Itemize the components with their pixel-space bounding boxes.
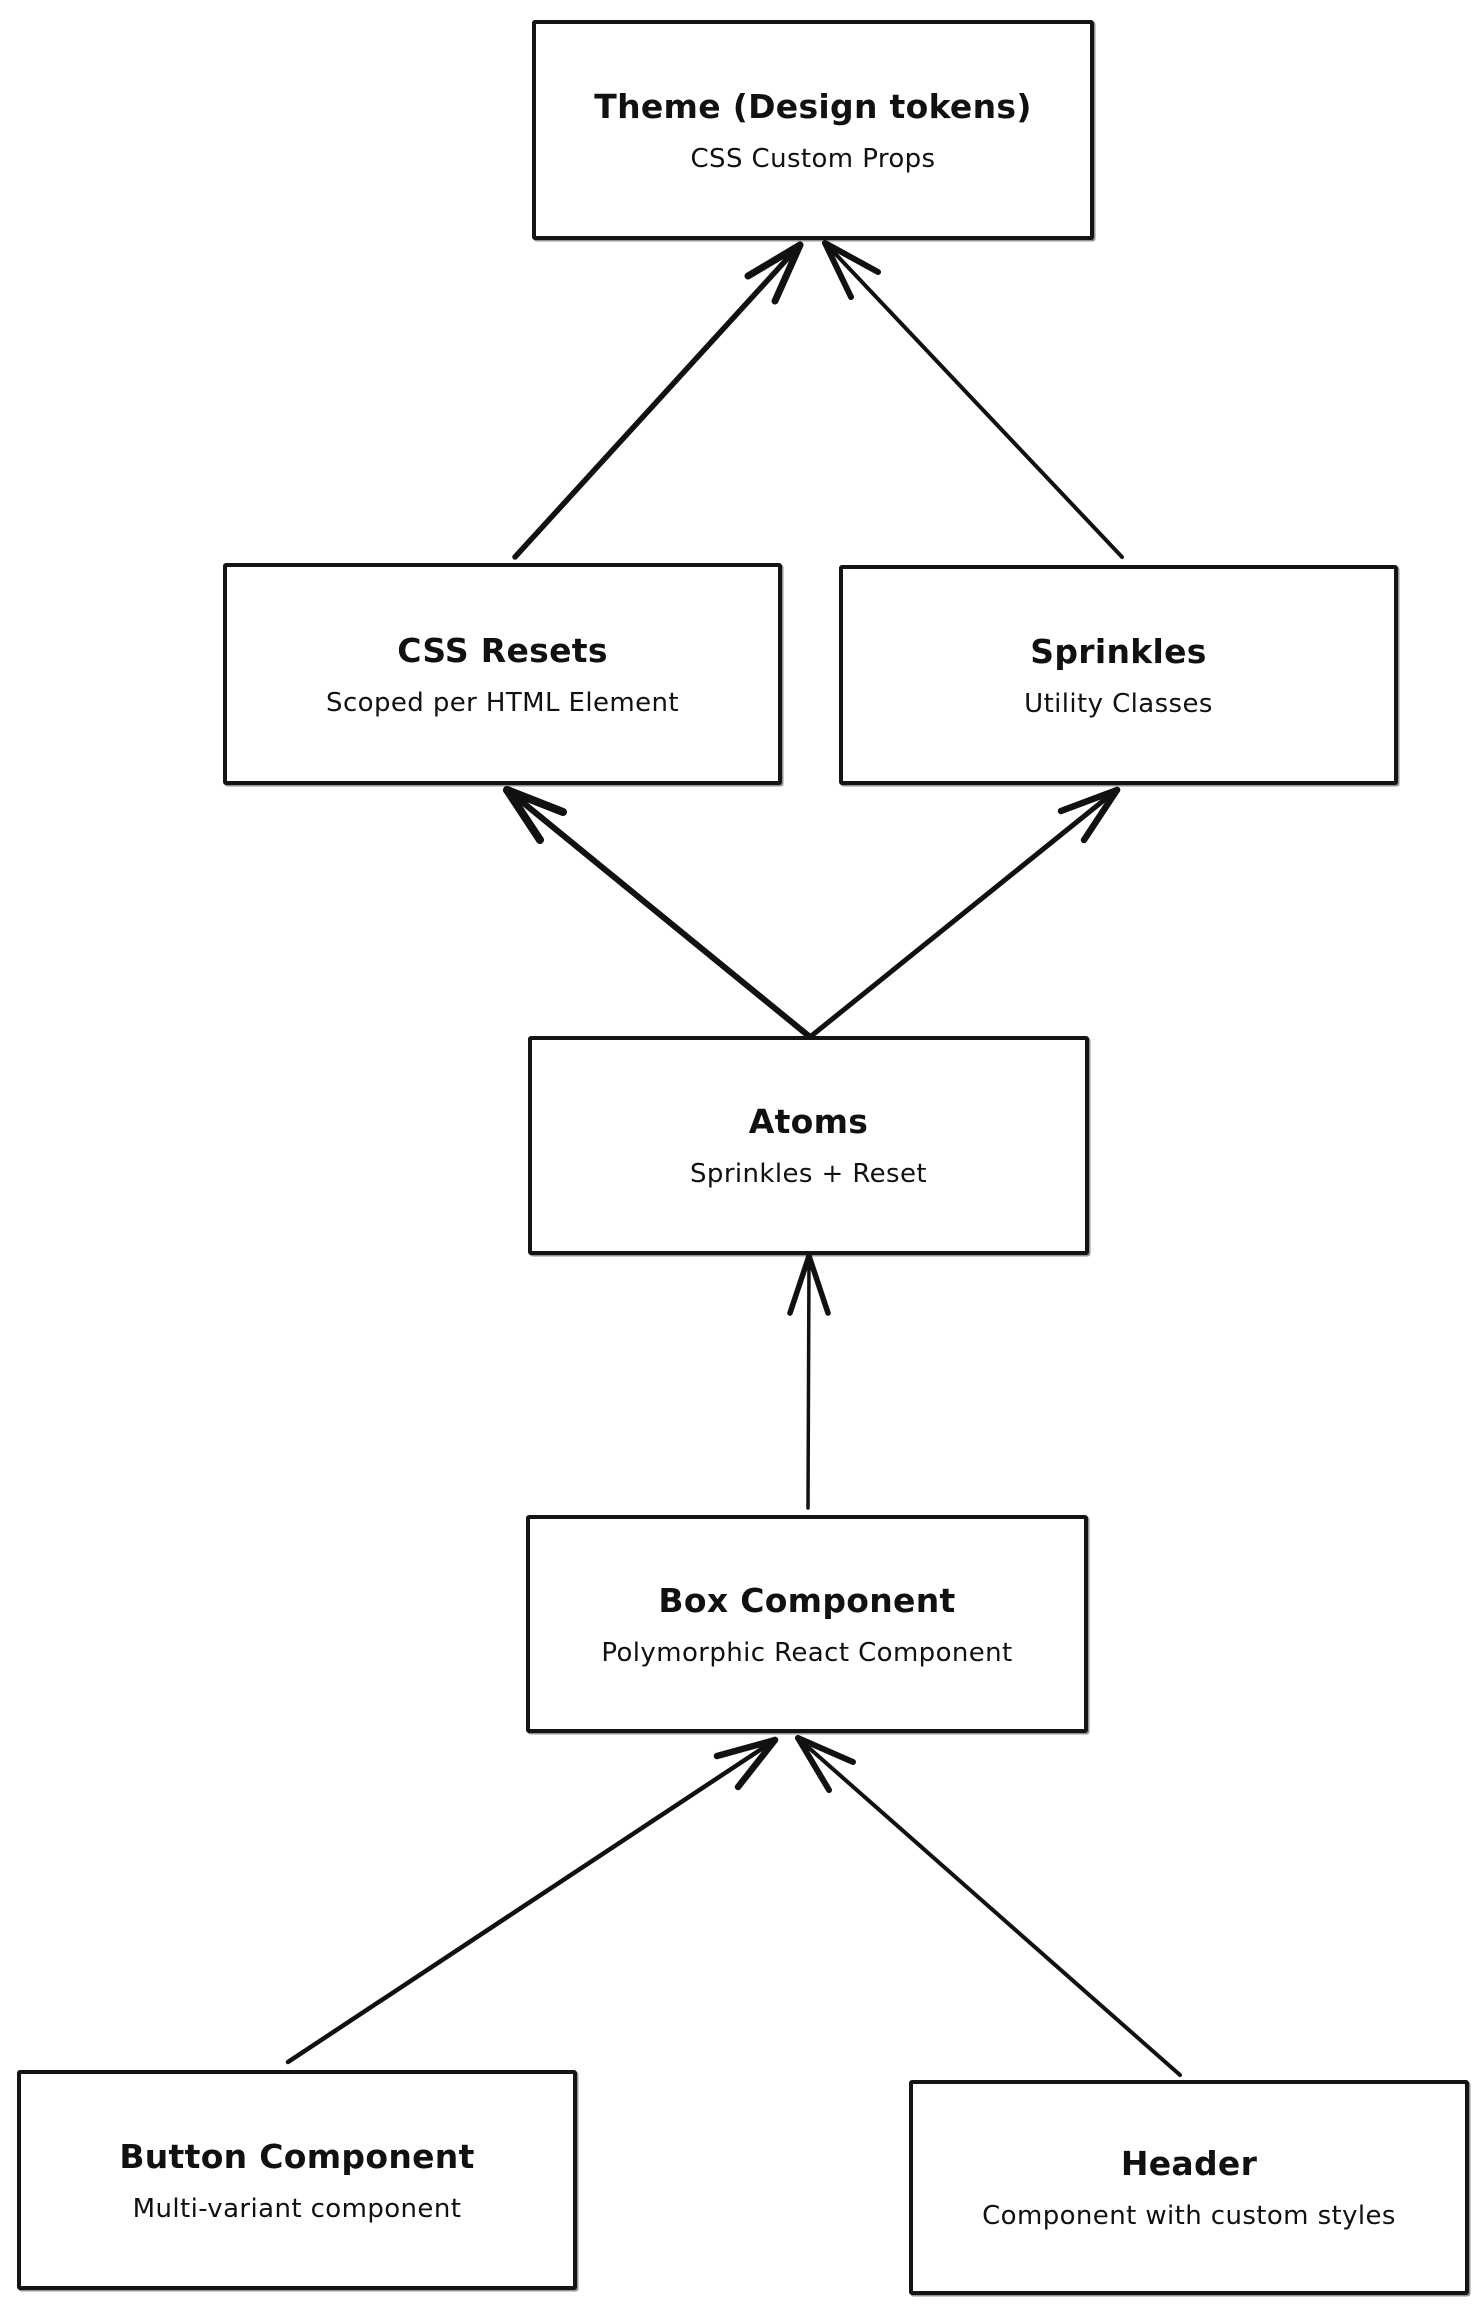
node-button-component: Button Component Multi-variant component [17,2070,577,2290]
arrow-header-to-box-component [795,1735,1182,2077]
node-subtitle: Sprinkles + Reset [690,1159,927,1189]
node-subtitle: Polymorphic React Component [601,1637,1013,1668]
arrow-sprinkles-to-theme [822,240,1124,559]
node-theme: Theme (Design tokens) CSS Custom Props [532,20,1094,240]
node-title: Atoms [748,1102,869,1141]
node-subtitle: Utility Classes [1024,688,1213,719]
node-header: Header Component with custom styles [909,2080,1469,2295]
arrow-box-component-to-atoms [787,1253,831,1510]
node-subtitle: Multi-variant component [132,2193,462,2224]
node-title: Button Component [119,2136,475,2176]
node-atoms: Atoms Sprinkles + Reset [528,1036,1089,1255]
node-sprinkles: Sprinkles Utility Classes [839,565,1398,785]
node-title: Box Component [658,1580,956,1620]
node-css-resets: CSS Resets Scoped per HTML Element [223,563,782,785]
node-title: Sprinkles [1030,631,1207,671]
arrow-atoms-to-css-resets [503,786,813,1040]
node-subtitle: Component with custom styles [982,2201,1396,2231]
node-title: Theme (Design tokens) [594,86,1032,126]
node-subtitle: CSS Custom Props [690,143,936,174]
arrow-button-component-to-box-component [285,1736,779,2065]
arrow-atoms-to-sprinkles [807,786,1121,1040]
node-title: CSS Resets [397,630,608,670]
node-subtitle: Scoped per HTML Element [326,687,679,718]
arrow-css-resets-to-theme [512,241,804,560]
node-title: Header [1120,2144,1258,2183]
node-box-component: Box Component Polymorphic React Componen… [526,1515,1088,1733]
